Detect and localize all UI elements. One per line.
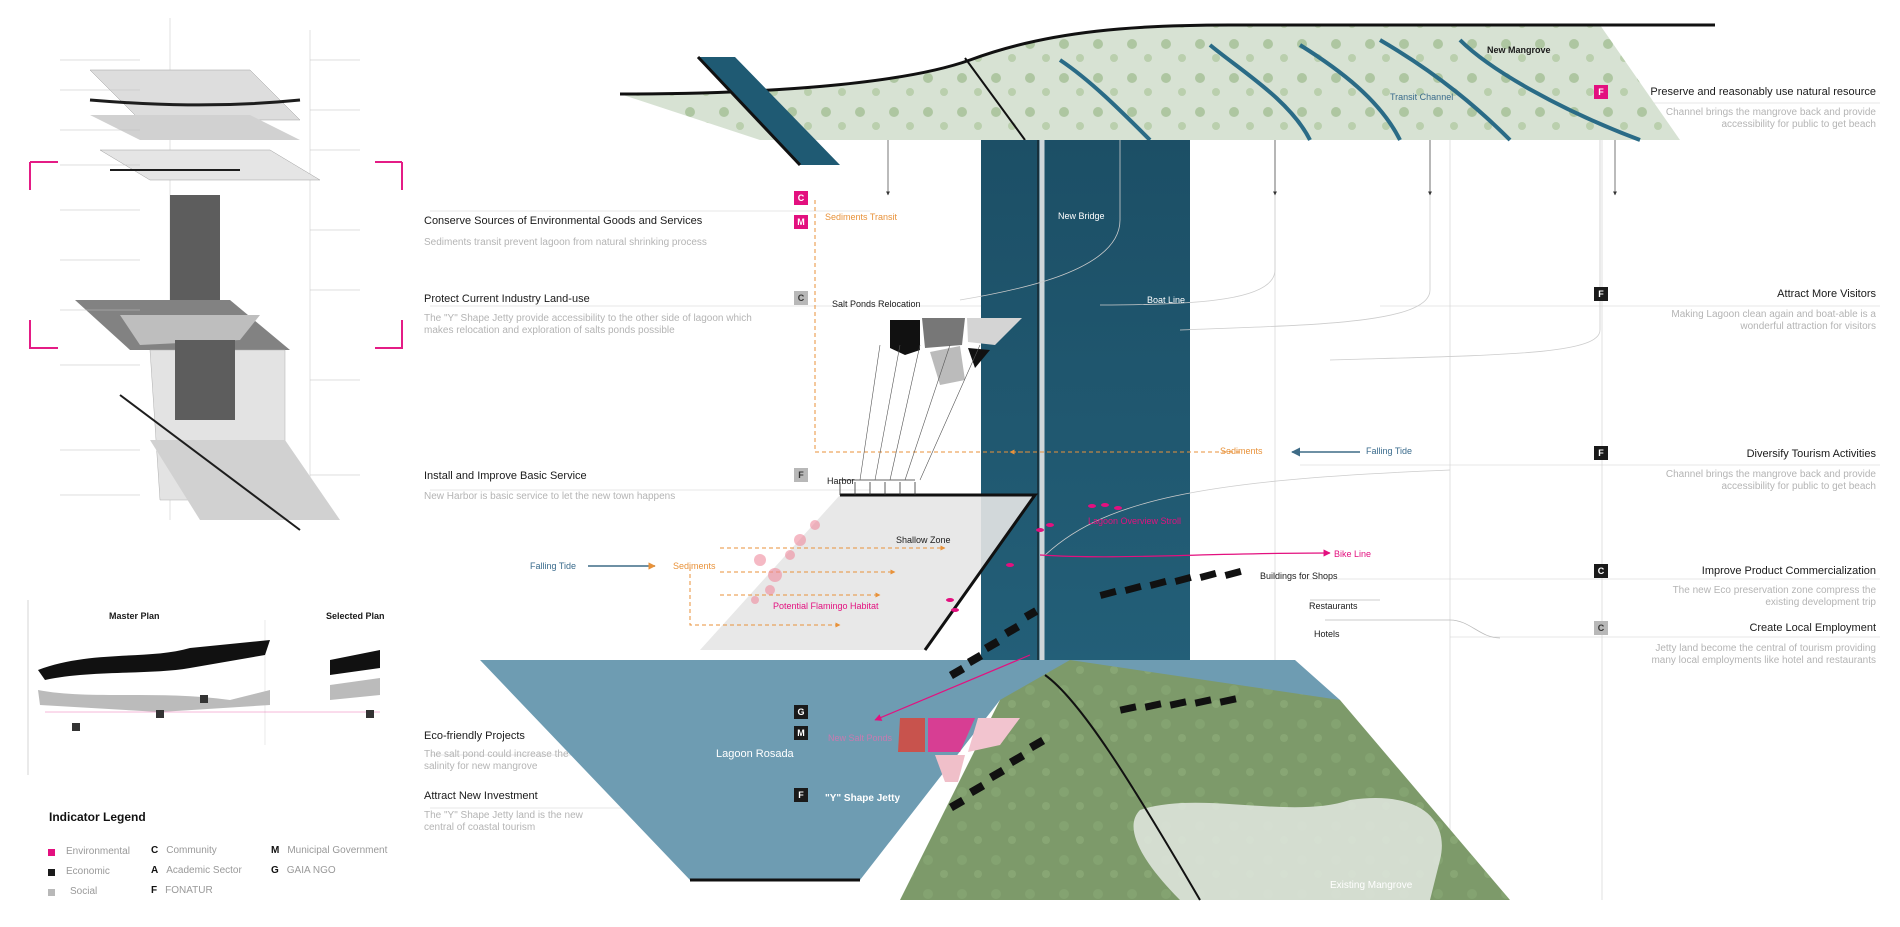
indicator-desc-1: Sediments transit prevent lagoon from na… <box>424 237 707 248</box>
label-master-plan: Master Plan <box>109 611 160 621</box>
legend-environmental: Environmental <box>66 846 130 857</box>
new-salt-ponds <box>898 718 1020 782</box>
indicator-desc-7: Making Lagoon clean again and boat-able … <box>1671 309 1876 332</box>
badge-community-commerce: C <box>1594 564 1608 578</box>
badge-fonatur-social: F <box>794 468 808 482</box>
new-mangrove-band <box>619 23 1715 167</box>
badge-municipal: M <box>794 215 808 229</box>
label-harbor: Harbor <box>827 476 855 486</box>
lagoon-water-channel <box>981 140 1190 665</box>
indicator-goal-7: Attract More Visitors <box>1777 288 1876 300</box>
badge-community-employment: C <box>1594 621 1608 635</box>
label-potential-flamingo-habitat: Potential Flamingo Habitat <box>773 601 879 611</box>
label-new-salt-ponds: New Salt Ponds <box>828 733 893 743</box>
indicator-desc-6: Channel brings the mangrove back and pro… <box>1665 107 1876 130</box>
grid-lines <box>430 102 1880 900</box>
badge-municipal-economic: M <box>794 726 808 740</box>
indicator-goal-10: Create Local Employment <box>1749 622 1876 634</box>
badge-community-social: C <box>794 291 808 305</box>
label-buildings-for-shops: Buildings for Shops <box>1260 571 1338 581</box>
legend-title: Indicator Legend <box>49 810 146 824</box>
exploded-axonometric-thumbnail <box>29 18 403 531</box>
indicator-goal-5: Attract New Investment <box>424 790 538 802</box>
label-sediments-transit: Sediments Transit <box>825 212 898 222</box>
indicator-goal-9: Improve Product Commercialization <box>1701 565 1876 577</box>
label-lagoon-rosada: Lagoon Rosada <box>716 748 794 760</box>
master-plan-thumbnail <box>27 600 380 775</box>
indicator-goal-4: Eco-friendly Projects <box>424 730 525 742</box>
badge-fonatur-visitors: F <box>1594 287 1608 301</box>
flamingo-dots <box>946 503 1122 612</box>
indicator-desc-8: Channel brings the mangrove back and pro… <box>1665 469 1876 492</box>
indicator-desc-9: The new Eco preservation zone compress t… <box>1672 585 1876 608</box>
flamingo-habitat <box>751 520 820 604</box>
flow-lines <box>588 140 1617 721</box>
label-existing-mangrove: Existing Mangrove <box>1330 880 1413 891</box>
legend-social: Social <box>70 886 98 897</box>
badge-community: C <box>794 191 808 205</box>
legend-swatch-economic <box>48 869 55 876</box>
badge-gaia: G <box>794 705 808 719</box>
label-new-bridge: New Bridge <box>1058 211 1105 221</box>
label-sediments-left: Sediments <box>673 561 716 571</box>
label-salt-ponds-relocation: Salt Ponds Relocation <box>832 299 921 309</box>
indicator-desc-4: The salt pond could increase the salinit… <box>424 749 569 772</box>
indicator-desc-2: The "Y" Shape Jetty provide accessibilit… <box>424 313 752 336</box>
badge-fonatur-tourism: F <box>1594 446 1608 460</box>
legend-swatch-social <box>48 889 55 896</box>
badge-fonatur-economic: F <box>794 788 808 802</box>
indicator-goal-8: Diversify Tourism Activities <box>1746 448 1876 460</box>
indicator-goal-2: Protect Current Industry Land-use <box>424 293 590 305</box>
indicator-desc-5: The "Y" Shape Jetty land is the new cent… <box>424 810 583 833</box>
label-hotels: Hotels <box>1314 629 1340 639</box>
badge-fonatur-env: F <box>1594 85 1608 99</box>
label-bike-line: Bike Line <box>1334 549 1372 559</box>
indicator-goal-1: Conserve Sources of Environmental Goods … <box>424 215 703 227</box>
indicator-desc-10: Jetty land become the central of tourism… <box>1651 643 1876 666</box>
label-transit-channel: Transit Channel <box>1390 92 1454 102</box>
label-falling-tide-right: Falling Tide <box>1366 446 1413 456</box>
legend-economic: Economic <box>66 866 110 877</box>
legend-swatch-environmental <box>48 849 55 856</box>
label-lagoon-overview-stroll: Lagoon Overview Stroll <box>1088 516 1182 526</box>
label-restaurants: Restaurants <box>1309 601 1358 611</box>
label-shallow-zone: Shallow Zone <box>896 535 951 545</box>
label-boat-line: Boat Line <box>1147 295 1186 305</box>
buildings <box>948 568 1242 811</box>
indicator-desc-3: New Harbor is basic service to let the n… <box>424 491 676 502</box>
salt-ponds-relocation <box>890 318 1022 385</box>
label-selected-plan: Selected Plan <box>326 611 385 621</box>
indicator-goal-3: Install and Improve Basic Service <box>424 470 587 482</box>
indicator-goal-6: Preserve and reasonably use natural reso… <box>1650 86 1876 98</box>
label-falling-tide-left: Falling Tide <box>530 561 577 571</box>
label-new-mangrove: New Mangrove <box>1487 45 1551 55</box>
lagoon-rosada-plane <box>480 660 1510 901</box>
label-y-shape-jetty: "Y" Shape Jetty <box>825 793 901 804</box>
label-sediments-right: Sediments <box>1220 446 1263 456</box>
